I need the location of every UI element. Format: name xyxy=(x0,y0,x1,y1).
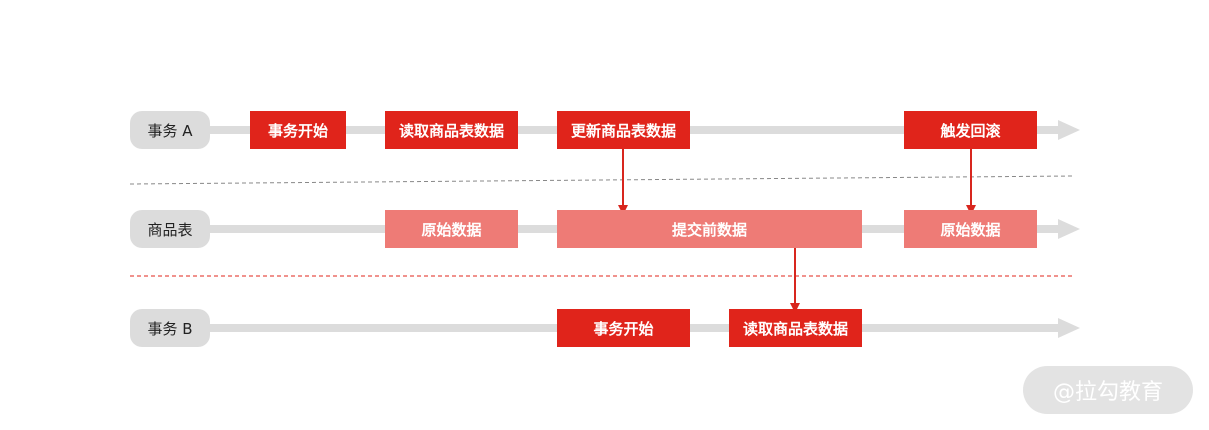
state-original-1: 原始数据 xyxy=(385,210,518,248)
step-a-read: 读取商品表数据 xyxy=(385,111,518,149)
watermark-badge: @拉勾教育 xyxy=(1023,366,1193,414)
step-b-begin: 事务开始 xyxy=(557,309,690,347)
divider-gray xyxy=(129,175,1074,185)
row-label-transaction-a: 事务 A xyxy=(130,111,210,149)
step-a-rollback: 触发回滚 xyxy=(904,111,1037,149)
state-original-2: 原始数据 xyxy=(904,210,1037,248)
state-precommit: 提交前数据 xyxy=(557,210,862,248)
step-b-read: 读取商品表数据 xyxy=(729,309,862,347)
row-label-product-table: 商品表 xyxy=(130,210,210,248)
step-a-begin: 事务开始 xyxy=(250,111,346,149)
timeline-arrowhead-icon xyxy=(1058,318,1080,338)
timeline-arrowhead-icon xyxy=(1058,120,1080,140)
timeline-arrowhead-icon xyxy=(1058,219,1080,239)
row-label-transaction-b: 事务 B xyxy=(130,309,210,347)
step-a-update: 更新商品表数据 xyxy=(557,111,690,149)
